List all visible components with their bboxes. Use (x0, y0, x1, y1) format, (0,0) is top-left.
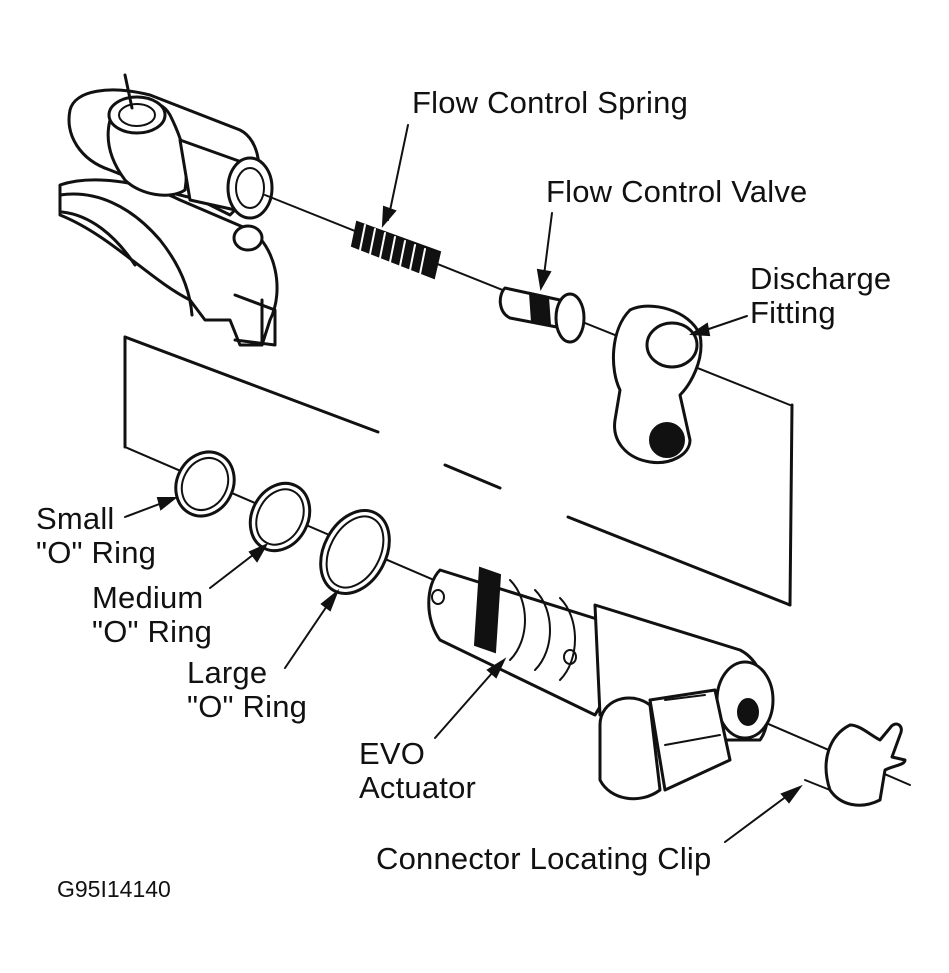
discharge-fitting-label-line1: Discharge (750, 261, 892, 296)
pump-body (58, 73, 279, 347)
flow-control-valve-label: Flow Control Valve (546, 174, 808, 209)
evo-actuator (427, 566, 775, 801)
evo-actuator-label-line1: EVO (359, 736, 426, 771)
flow-control-valve (498, 286, 586, 344)
medium-o-ring-label-line2: "O" Ring (92, 614, 213, 649)
discharge-fitting (611, 304, 703, 465)
large-o-ring-label-line2: "O" Ring (187, 689, 308, 724)
discharge-fitting-label-line2: Fitting (750, 295, 836, 330)
medium-o-ring-label-line1: Medium (92, 580, 204, 615)
figure-code: G95I14140 (57, 876, 171, 902)
evo-actuator-label-line2: Actuator (359, 770, 477, 805)
flow-control-spring-label: Flow Control Spring (412, 85, 689, 120)
flow-control-spring (350, 220, 442, 280)
connector-locating-clip (804, 722, 907, 807)
large-o-ring-label-line1: Large (187, 655, 268, 690)
connector-locating-clip-label: Connector Locating Clip (376, 841, 712, 876)
section-plane (123, 335, 794, 607)
leader-arrows (124, 124, 803, 843)
small-o-ring-label-line1: Small (36, 501, 115, 536)
small-o-ring-label-line2: "O" Ring (36, 535, 157, 570)
